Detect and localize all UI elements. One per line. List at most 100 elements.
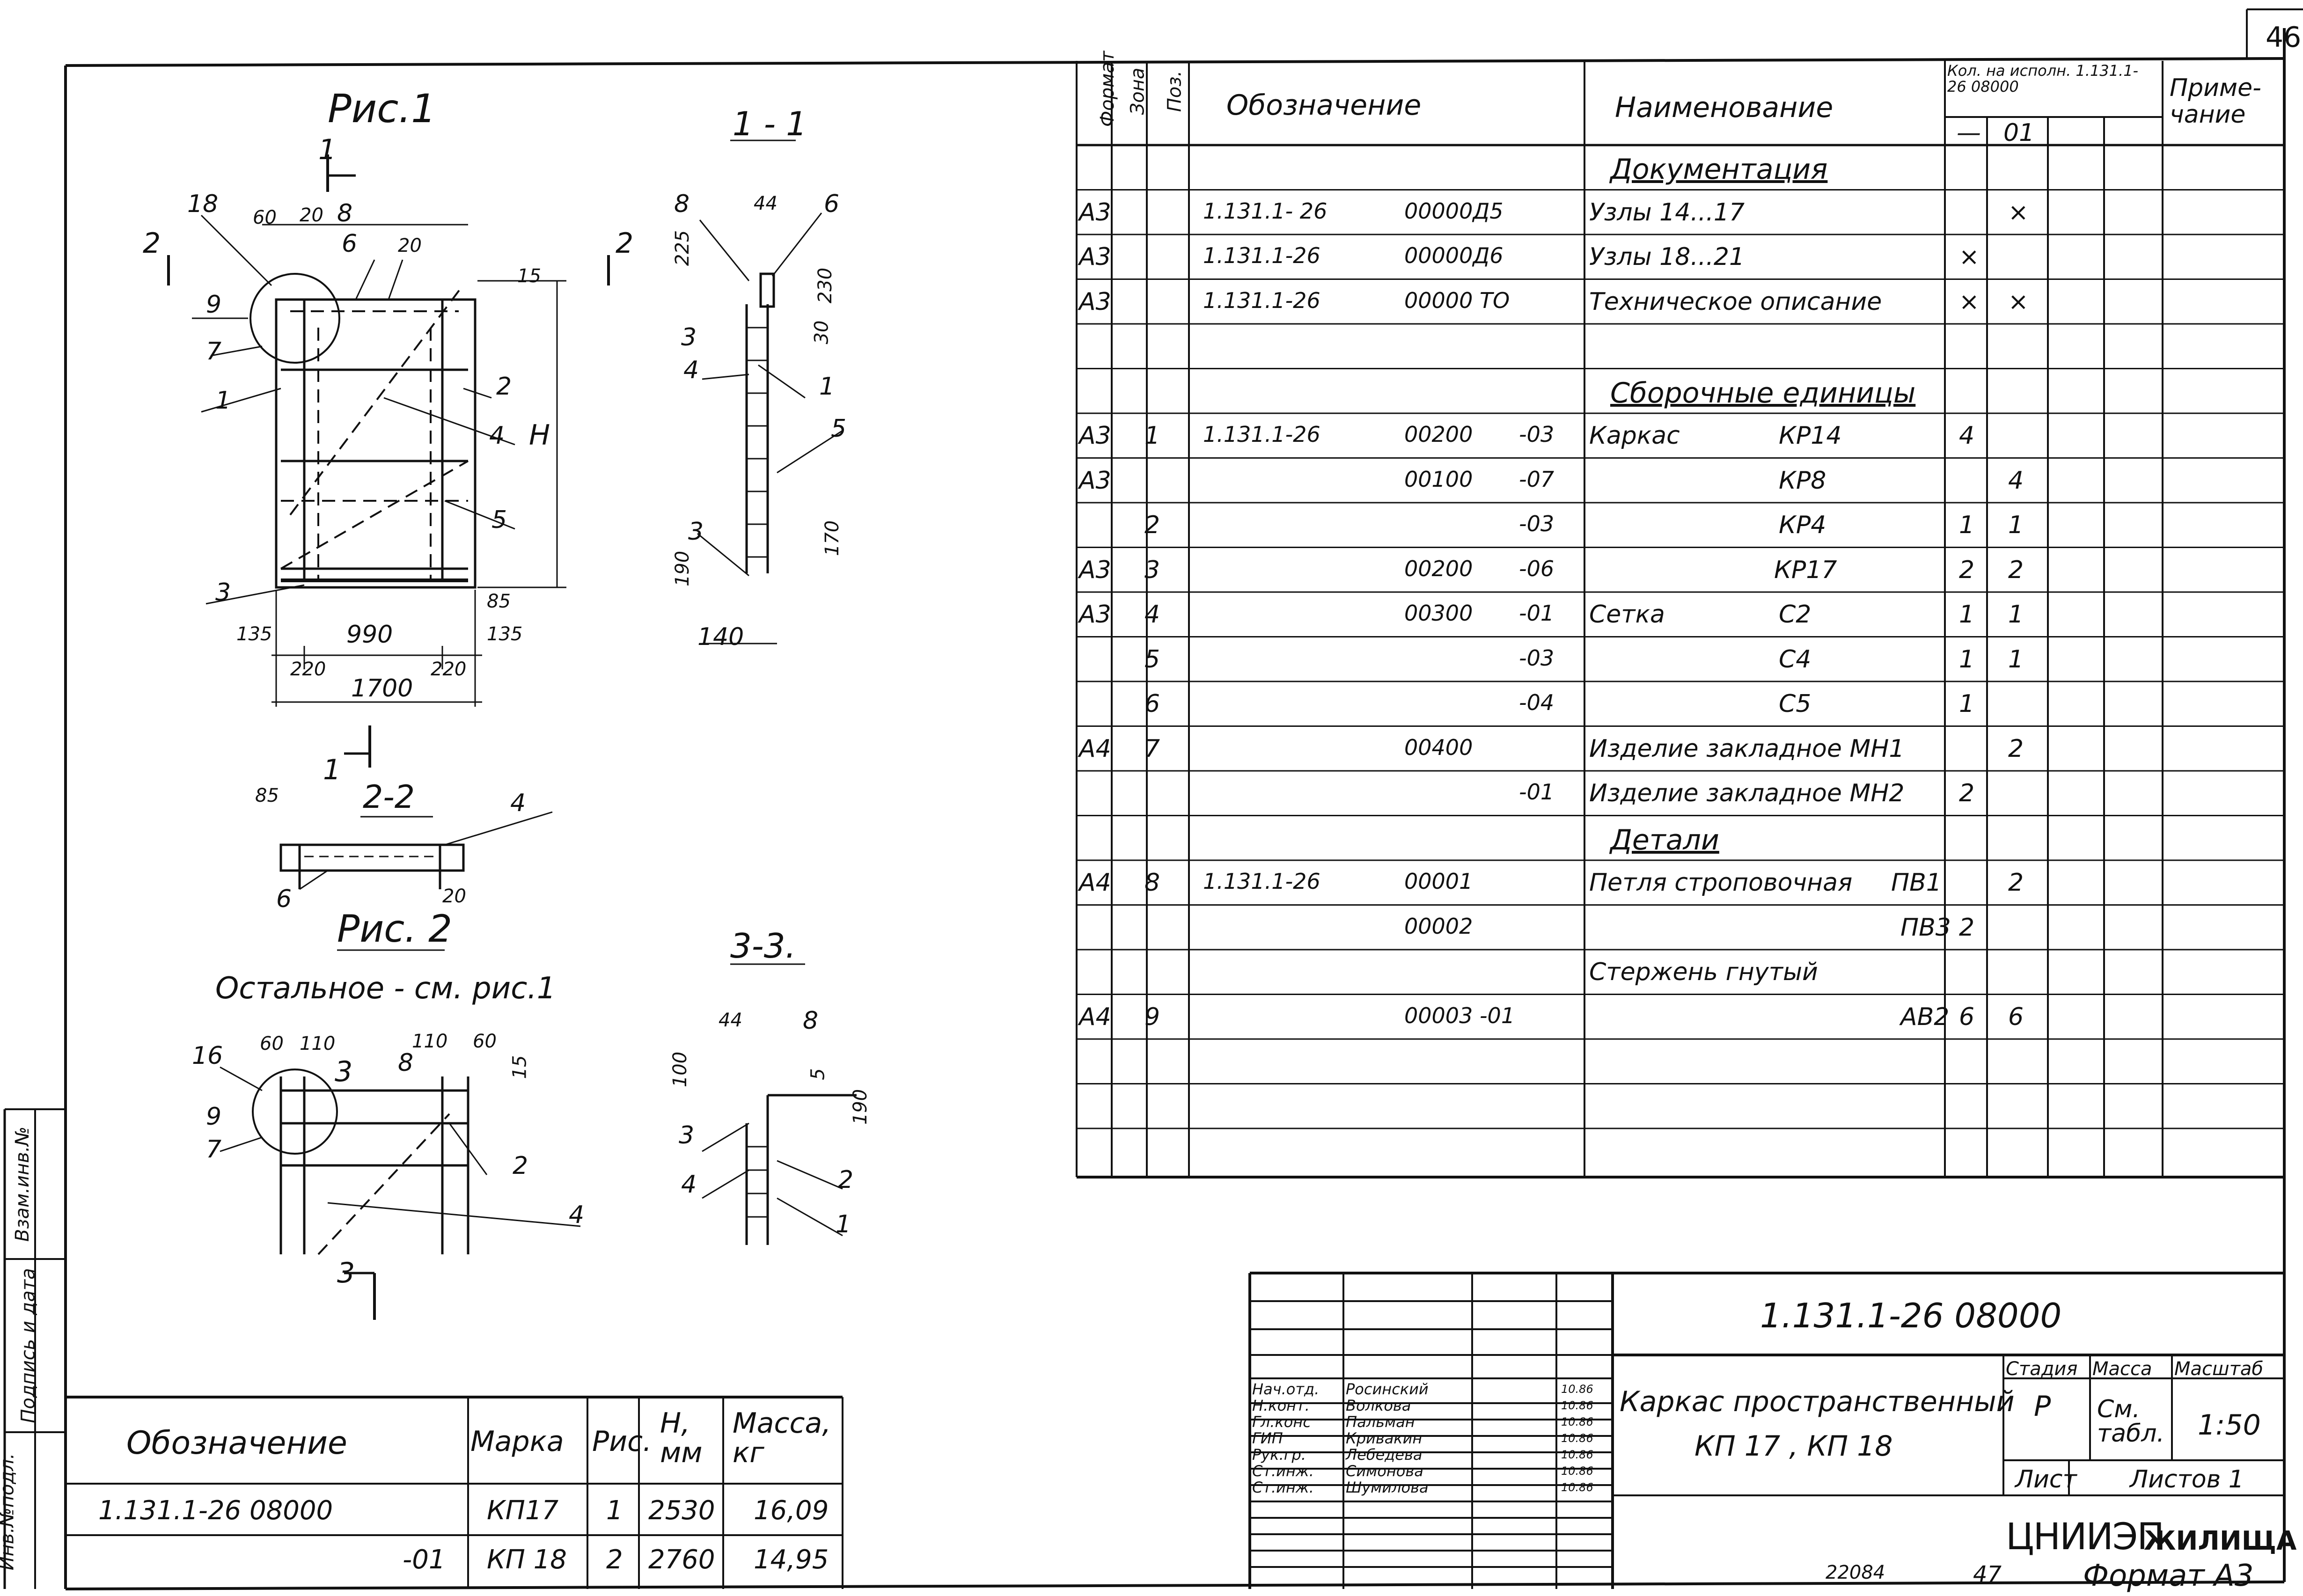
f2-9: 9 (206, 1103, 222, 1131)
spec-cell-q1: 6 (1959, 1003, 1975, 1031)
variants-cell-designation: 1.131.1-26 08000 (98, 1495, 333, 1526)
dim-220b: 220 (431, 659, 467, 680)
spec-cell-num: 00100 (1404, 466, 1473, 492)
title-scale-label: Масштаб (2174, 1358, 2264, 1380)
spec-cell-q2: 2 (2008, 556, 2024, 584)
dim-7: 7 (206, 337, 222, 366)
s1-4: 4 (683, 356, 699, 384)
f2-16: 16 (192, 1042, 223, 1070)
variants-cell-h: 2760 (648, 1545, 715, 1575)
person-role: Ст.инж. (1252, 1462, 1314, 1480)
side-stamp-sign-date: Подпись и дата (17, 1268, 39, 1423)
spec-cell-mark: С5 (1779, 690, 1812, 718)
section-1-title: 1 - 1 (733, 105, 807, 143)
spec-cell-mark: ПВ1 (1891, 869, 1942, 897)
s1-3b: 3 (688, 518, 704, 546)
spec-cell-q1: 1 (1959, 690, 1975, 718)
side-stamp-vzam: Взам.инв.№ (12, 1126, 34, 1242)
variants-cell-mark: КП17 (487, 1495, 559, 1526)
spec-cell-mark: КР14 (1779, 422, 1842, 450)
f2-110b: 110 (412, 1031, 448, 1052)
dim-85: 85 (487, 591, 511, 612)
spec-cell-q1: 2 (1959, 779, 1975, 807)
org-logo: ЦНИИЭП (2006, 1516, 2164, 1558)
spec-header-qty-dash: — (1957, 119, 1981, 147)
s1-30: 30 (811, 320, 833, 344)
title-sheet-label: Лист (2015, 1465, 2077, 1494)
spec-cell-name: Документация (1610, 153, 1828, 186)
spec-cell-format: А3 (1079, 466, 1111, 495)
s3-2: 2 (838, 1166, 854, 1194)
person-name: Лебедева (1346, 1446, 1423, 1464)
spec-cell-format: А3 (1079, 600, 1111, 629)
spec-cell-q2: × (2008, 287, 2029, 316)
spec-cell-num: 00200 (1404, 422, 1473, 447)
spec-cell-q1: 1 (1959, 645, 1975, 674)
spec-cell-pos: 2 (1144, 511, 1160, 539)
spec-header-note: Приме- чание (2170, 74, 2261, 129)
fig1-title: Рис.1 (328, 86, 436, 132)
person-date: 10.86 (1561, 1383, 1593, 1396)
spec-cell-num: 00400 (1404, 734, 1473, 760)
variants-header-h: Н, мм (660, 1407, 703, 1469)
dim-9: 9 (206, 291, 222, 319)
f2-8: 8 (398, 1049, 414, 1077)
person-name: Симонова (1346, 1462, 1423, 1480)
spec-cell-pos: 6 (1144, 690, 1160, 718)
spec-cell-code: 1.131.1-26 (1203, 422, 1320, 447)
spec-header-zone: Зона (1127, 67, 1149, 115)
f2-2: 2 (513, 1152, 528, 1180)
person-role: Н.конт. (1252, 1397, 1310, 1414)
spec-cell-name: Изделие закладное МН2 (1589, 779, 1905, 807)
spec-cell-format: А4 (1079, 869, 1111, 897)
dim-4: 4 (489, 422, 505, 450)
page-number: 46 (2266, 21, 2302, 54)
f2-4: 4 (569, 1201, 585, 1229)
spec-cell-code: 1.131.1-26 (1203, 287, 1320, 313)
cut-2-right: 2 (616, 227, 634, 260)
spec-header-qty-01: 01 (2003, 119, 2035, 147)
dim-1: 1 (215, 387, 231, 415)
spec-cell-q2: 2 (2008, 734, 2024, 763)
title-stage-label: Стадия (2006, 1358, 2078, 1380)
s1-230: 230 (814, 267, 836, 304)
person-date: 10.86 (1561, 1464, 1593, 1478)
person-date: 10.86 (1561, 1481, 1593, 1494)
spec-cell-format: А3 (1079, 243, 1111, 271)
spec-cell-format: А3 (1079, 287, 1111, 316)
dim-220a: 220 (290, 659, 326, 680)
dim-18: 18 (187, 190, 219, 218)
person-role: Гл.конс (1252, 1413, 1311, 1431)
spec-cell-suffix: -04 (1519, 690, 1555, 715)
spec-cell-q2: × (2008, 198, 2029, 227)
spec-header-name: Наименование (1615, 91, 1834, 124)
variants-cell-designation: -01 (403, 1545, 446, 1575)
spec-cell-mark: КР4 (1779, 511, 1826, 539)
title-sheets-label: Листов 1 (2130, 1465, 2244, 1494)
spec-cell-mark: КР8 (1779, 466, 1826, 495)
spec-cell-format: А3 (1079, 198, 1111, 227)
spec-cell-num: 00003 -01 (1404, 1003, 1515, 1028)
spec-cell-q2: 2 (2008, 869, 2024, 897)
spec-header-designation: Обозначение (1226, 89, 1422, 122)
title-doc-code: 1.131.1-26 08000 (1760, 1296, 2062, 1335)
footer-format: Формат А3 (2083, 1559, 2254, 1593)
spec-cell-format: А3 (1079, 556, 1111, 584)
title-stage: Р (2034, 1390, 2051, 1423)
spec-cell-name: Узлы 14...17 (1589, 198, 1745, 227)
fig2-title: Рис. 2 (337, 907, 452, 951)
s3-1: 1 (836, 1210, 851, 1238)
s1-140: 140 (697, 623, 744, 651)
spec-cell-num: 00000Д5 (1404, 198, 1504, 224)
spec-cell-q1: 2 (1959, 913, 1975, 942)
spec-cell-pos: 3 (1144, 556, 1160, 584)
cut-1-top: 1 (318, 133, 337, 166)
s1-44: 44 (754, 193, 777, 214)
person-date: 10.86 (1561, 1415, 1593, 1428)
cut-2-left: 2 (143, 227, 161, 260)
spec-cell-name: Техническое описание (1589, 287, 1882, 316)
person-role: ГИП (1252, 1429, 1283, 1447)
spec-cell-code: 1.131.1- 26 (1203, 198, 1328, 224)
section-3-title: 3-3. (730, 926, 796, 966)
